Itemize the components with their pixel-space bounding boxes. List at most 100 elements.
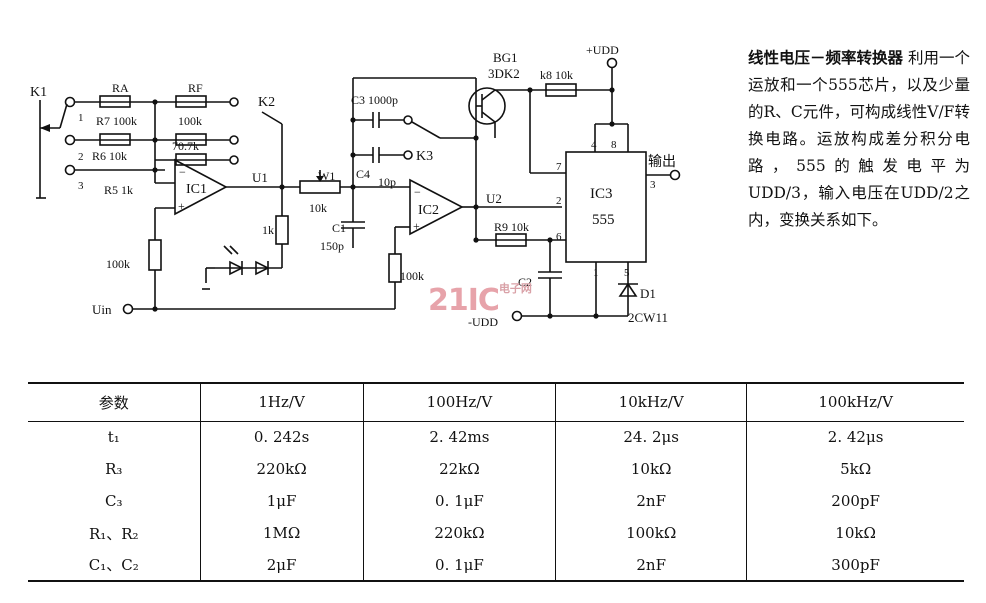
parameter-table: 参数 1Hz/V 100Hz/V 10kHz/V 100kHz/V t₁ 0. … bbox=[28, 382, 964, 582]
table-cell: 0. 242s bbox=[199, 421, 364, 453]
table-cell: 300pF bbox=[746, 549, 964, 581]
pin-2: 2 bbox=[556, 195, 562, 207]
d1-label: D1 bbox=[640, 286, 656, 301]
resistor-rf2 bbox=[175, 153, 207, 166]
pin-4: 4 bbox=[591, 139, 597, 151]
c2-label: C2 bbox=[518, 275, 532, 289]
r-100k-mid-label: 100k bbox=[400, 269, 424, 283]
table-cell: 10kΩ bbox=[555, 453, 747, 485]
rf-label: RF bbox=[188, 81, 203, 95]
table-row: R₃ 220kΩ 22kΩ 10kΩ 5kΩ bbox=[28, 453, 964, 485]
pin-8: 8 bbox=[611, 139, 617, 151]
resistor-r9 bbox=[495, 233, 527, 247]
header-10khz: 10kHz/V bbox=[555, 383, 747, 421]
resistor-1k bbox=[275, 215, 289, 245]
header-param: 参数 bbox=[98, 393, 129, 412]
k1-label: K1 bbox=[30, 85, 47, 100]
svg-text:+: + bbox=[178, 199, 185, 213]
resistor-r8 bbox=[545, 83, 577, 97]
table-row: C₁、C₂ 2μF 0. 1μF 2nF 300pF bbox=[28, 549, 964, 581]
table-row: C₃ 1μF 0. 1μF 2nF 200pF bbox=[28, 485, 964, 517]
svg-text:−: − bbox=[414, 185, 421, 199]
c1-value: 150p bbox=[320, 239, 344, 253]
r5-label: R5 1k bbox=[104, 183, 133, 197]
led-1 bbox=[229, 260, 244, 276]
resistor-ra bbox=[99, 95, 131, 108]
pin-6: 6 bbox=[556, 231, 562, 243]
table-cell: 1MΩ bbox=[199, 517, 364, 549]
r-1k-label: 1k bbox=[262, 223, 274, 237]
table-cell: R₁、R₂ bbox=[88, 524, 139, 543]
r8-label: k8 10k bbox=[540, 68, 573, 82]
header-100khz: 100kHz/V bbox=[746, 383, 964, 421]
table-cell: 24. 2μs bbox=[555, 421, 747, 453]
table-cell: 2μF bbox=[199, 549, 364, 581]
description-title: 线性电压－频率转换器 bbox=[748, 48, 904, 67]
table-cell: 0. 1μF bbox=[362, 549, 556, 581]
ic2-label: IC2 bbox=[418, 203, 439, 218]
k1-pos-2: 2 bbox=[78, 151, 84, 163]
svg-text:+: + bbox=[413, 219, 420, 233]
k1-pos-3: 3 bbox=[78, 180, 84, 192]
uin-label: Uin bbox=[92, 302, 112, 317]
c1-label: C1 bbox=[332, 221, 346, 235]
table-cell: C₁、C₂ bbox=[88, 556, 139, 574]
table-cell: 1μF bbox=[199, 485, 364, 517]
bg1-model: 3DK2 bbox=[488, 66, 520, 81]
chip-ic3-555 bbox=[565, 151, 647, 263]
led-2 bbox=[255, 260, 270, 276]
w1-value: 10k bbox=[309, 201, 327, 215]
table-cell: 220kΩ bbox=[199, 453, 364, 485]
r7-label: R7 100k bbox=[96, 114, 137, 128]
r9-label: R9 10k bbox=[494, 220, 529, 234]
table-cell: 2. 42ms bbox=[362, 421, 556, 453]
zener-d1 bbox=[618, 282, 638, 297]
table-cell: t₁ bbox=[107, 428, 120, 447]
k1-pos-1: 1 bbox=[78, 112, 84, 124]
ra-label: RA bbox=[112, 81, 129, 95]
transistor-bg1 bbox=[468, 87, 506, 125]
table-cell: 0. 1μF bbox=[362, 485, 556, 517]
table-cell: C₃ bbox=[105, 492, 123, 510]
switch-k1 bbox=[36, 96, 76, 199]
description-body: 利用一个运放和一个555芯片，以及少量的R、C元件，可构成线性V/F转换电路。运… bbox=[748, 49, 970, 229]
r6-label: R6 10k bbox=[92, 149, 127, 163]
u1-label: U1 bbox=[252, 170, 268, 185]
c4-label: C4 bbox=[356, 167, 370, 181]
table-cell: 2nF bbox=[555, 485, 747, 517]
table-row: R₁、R₂ 1MΩ 220kΩ 100kΩ 10kΩ bbox=[28, 517, 964, 549]
u2-label: U2 bbox=[486, 191, 502, 206]
output-label: 输出 bbox=[648, 154, 676, 170]
table-cell: 5kΩ bbox=[746, 453, 964, 485]
table-cell: 10kΩ bbox=[746, 517, 964, 549]
header-100hz: 100Hz/V bbox=[362, 383, 556, 421]
rf1-label: 100k bbox=[178, 114, 202, 128]
ic3-sub: 555 bbox=[592, 212, 615, 228]
circuit-schematic: K1 1 2 3 RA R7 100k R6 10k R5 1k RF 100k… bbox=[30, 43, 681, 329]
table-header-row: 参数 1Hz/V 100Hz/V 10kHz/V 100kHz/V bbox=[28, 383, 964, 421]
description-text: 线性电压－频率转换器 利用一个运放和一个555芯片，以及少量的R、C元件，可构成… bbox=[748, 44, 970, 234]
vdd-neg-label: -UDD bbox=[468, 315, 498, 329]
table-cell: 22kΩ bbox=[362, 453, 556, 485]
pin-7: 7 bbox=[556, 161, 562, 173]
resistor-rf1 bbox=[175, 133, 207, 146]
table-cell: R₃ bbox=[105, 460, 123, 478]
d1-model: 2CW11 bbox=[628, 310, 668, 325]
header-1hz: 1Hz/V bbox=[199, 383, 364, 421]
k2-label: K2 bbox=[258, 95, 275, 110]
output-terminal bbox=[669, 169, 681, 181]
pin-3: 3 bbox=[650, 179, 656, 191]
vdd-pos-label: +UDD bbox=[586, 43, 619, 57]
rf2-label: 70.7k bbox=[172, 139, 199, 153]
table-cell: 2nF bbox=[555, 549, 747, 581]
table-cell: 2. 42μs bbox=[746, 421, 964, 453]
pin-5: 5 bbox=[624, 267, 630, 279]
resistor-rf bbox=[175, 95, 207, 108]
opamp-ic1 bbox=[174, 158, 228, 216]
c4-value: 10p bbox=[378, 175, 396, 189]
r-100k-left-label: 100k bbox=[106, 257, 130, 271]
w1-label: W1 bbox=[318, 169, 335, 183]
ic3-label: IC3 bbox=[590, 186, 613, 202]
watermark-logo: 21IC电子网 bbox=[428, 282, 532, 318]
svg-text:−: − bbox=[179, 165, 186, 179]
